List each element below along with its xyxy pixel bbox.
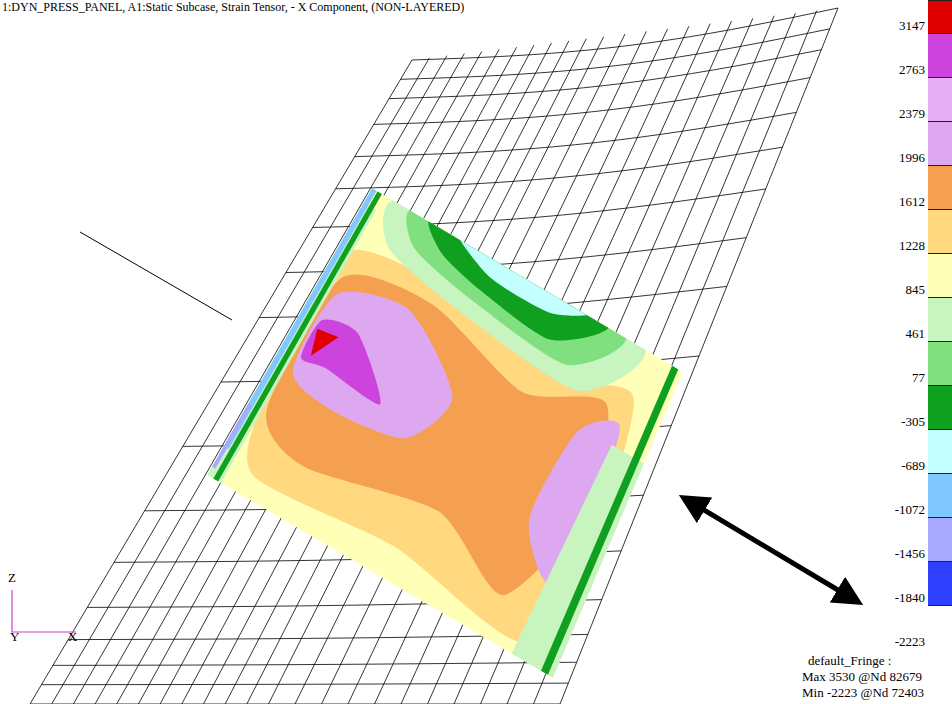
result-header: 1:DYN_PRESS_PANEL, A1:Static Subcase, St… [2,0,464,14]
legend-swatch [928,605,952,649]
leader-line [80,232,232,320]
legend-value: -305 [901,415,925,429]
legend-swatch [928,561,952,605]
legend-value: 77 [912,371,925,385]
legend-value: -689 [901,459,925,473]
legend-value: 3147 [899,19,925,33]
legend-swatch [928,33,952,77]
legend-swatch [928,121,952,165]
strain-fringe [207,188,683,678]
legend-swatch [928,473,952,517]
legend-value: -1840 [895,591,925,605]
legend-value: 845 [906,283,926,297]
legend-swatch [928,341,952,385]
legend-swatch [928,297,952,341]
legend-value: 1612 [899,195,925,209]
legend-swatch [928,385,952,429]
legend-value: -1456 [895,547,925,561]
axis-label: Y [10,630,19,644]
legend-swatch [928,0,952,33]
fringe-min: Min -2223 @Nd 72403 [802,686,924,700]
legend-value: 1996 [899,151,925,165]
axis-label: Z [8,571,16,585]
axis-label: X [68,630,77,644]
axis-triad [12,590,76,632]
direction-arrow [684,498,858,602]
legend-swatch [928,165,952,209]
legend-swatch [928,209,952,253]
legend-value: 461 [906,327,926,341]
legend-value: -2223 [895,635,925,649]
fringe-name: default_Fringe : [808,654,891,668]
legend-swatch [928,77,952,121]
legend-swatch [928,517,952,561]
legend-swatch [928,253,952,297]
legend-value: 1228 [899,239,925,253]
legend-value: -1072 [895,503,925,517]
legend-value: 2379 [899,107,925,121]
legend-value: 2763 [899,63,925,77]
mesh-wireframe [30,8,838,704]
fringe-max: Max 3530 @Nd 82679 [802,670,922,684]
legend-swatch [928,429,952,473]
